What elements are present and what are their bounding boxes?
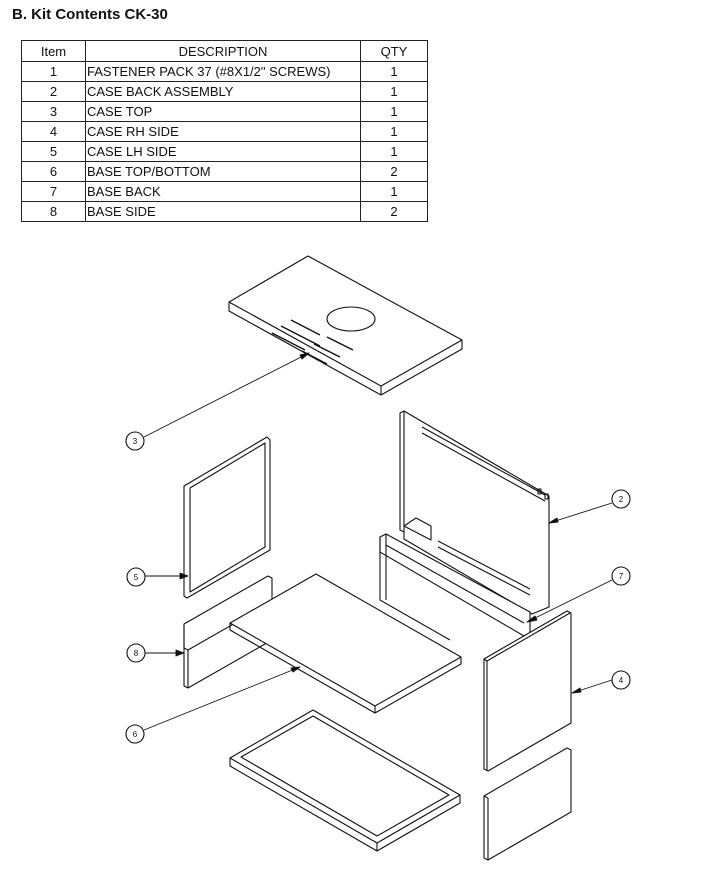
cell-description: CASE BACK ASSEMBLY bbox=[85, 81, 361, 102]
part-case-back-assembly bbox=[399, 410, 550, 615]
table-row: 7 BASE BACK 1 bbox=[21, 181, 428, 202]
part-base-top bbox=[229, 573, 462, 714]
table-row: 5 CASE LH SIDE 1 bbox=[21, 141, 428, 162]
cell-description: BASE TOP/BOTTOM bbox=[85, 161, 361, 182]
table-row: 6 BASE TOP/BOTTOM 2 bbox=[21, 161, 428, 182]
callout-2-label: 2 bbox=[619, 495, 624, 504]
callout-6-label: 6 bbox=[133, 730, 138, 739]
kit-contents-table: Item DESCRIPTION QTY 1 FASTENER PACK 37 … bbox=[21, 40, 428, 222]
part-case-side-lower bbox=[483, 747, 572, 861]
callout-5: 5 bbox=[126, 567, 146, 587]
part-base-bottom-frame bbox=[229, 709, 461, 852]
callout-4-label: 4 bbox=[619, 676, 624, 685]
cell-description: CASE TOP bbox=[85, 101, 361, 122]
cell-description: BASE SIDE bbox=[85, 201, 361, 222]
callout-8: 8 bbox=[126, 643, 146, 663]
callout-6: 6 bbox=[125, 724, 145, 744]
page-title: B. Kit Contents CK-30 bbox=[12, 6, 168, 23]
callout-5-label: 5 bbox=[134, 573, 139, 582]
callout-3: 3 bbox=[125, 431, 145, 451]
cell-description: FASTENER PACK 37 (#8X1/2" SCREWS) bbox=[85, 61, 361, 82]
column-header-description: DESCRIPTION bbox=[85, 40, 361, 62]
callout-8-label: 8 bbox=[134, 649, 139, 658]
table-row: 2 CASE BACK ASSEMBLY 1 bbox=[21, 81, 428, 102]
cell-qty: 2 bbox=[360, 201, 428, 222]
callout-7: 7 bbox=[611, 566, 631, 586]
table-header-row: Item DESCRIPTION QTY bbox=[21, 40, 428, 62]
cell-qty: 1 bbox=[360, 101, 428, 122]
part-case-rh-side bbox=[483, 610, 572, 772]
part-case-top bbox=[228, 255, 463, 396]
leader-lines bbox=[143, 352, 613, 731]
callout-2: 2 bbox=[611, 489, 631, 509]
callout-3-label: 3 bbox=[133, 437, 138, 446]
table-row: 3 CASE TOP 1 bbox=[21, 101, 428, 122]
cell-qty: 1 bbox=[360, 181, 428, 202]
part-case-lh-side bbox=[183, 436, 271, 599]
callout-7-label: 7 bbox=[619, 572, 624, 581]
case-top-cutout bbox=[326, 306, 376, 332]
table-row: 8 BASE SIDE 2 bbox=[21, 201, 428, 222]
callout-4: 4 bbox=[611, 670, 631, 690]
